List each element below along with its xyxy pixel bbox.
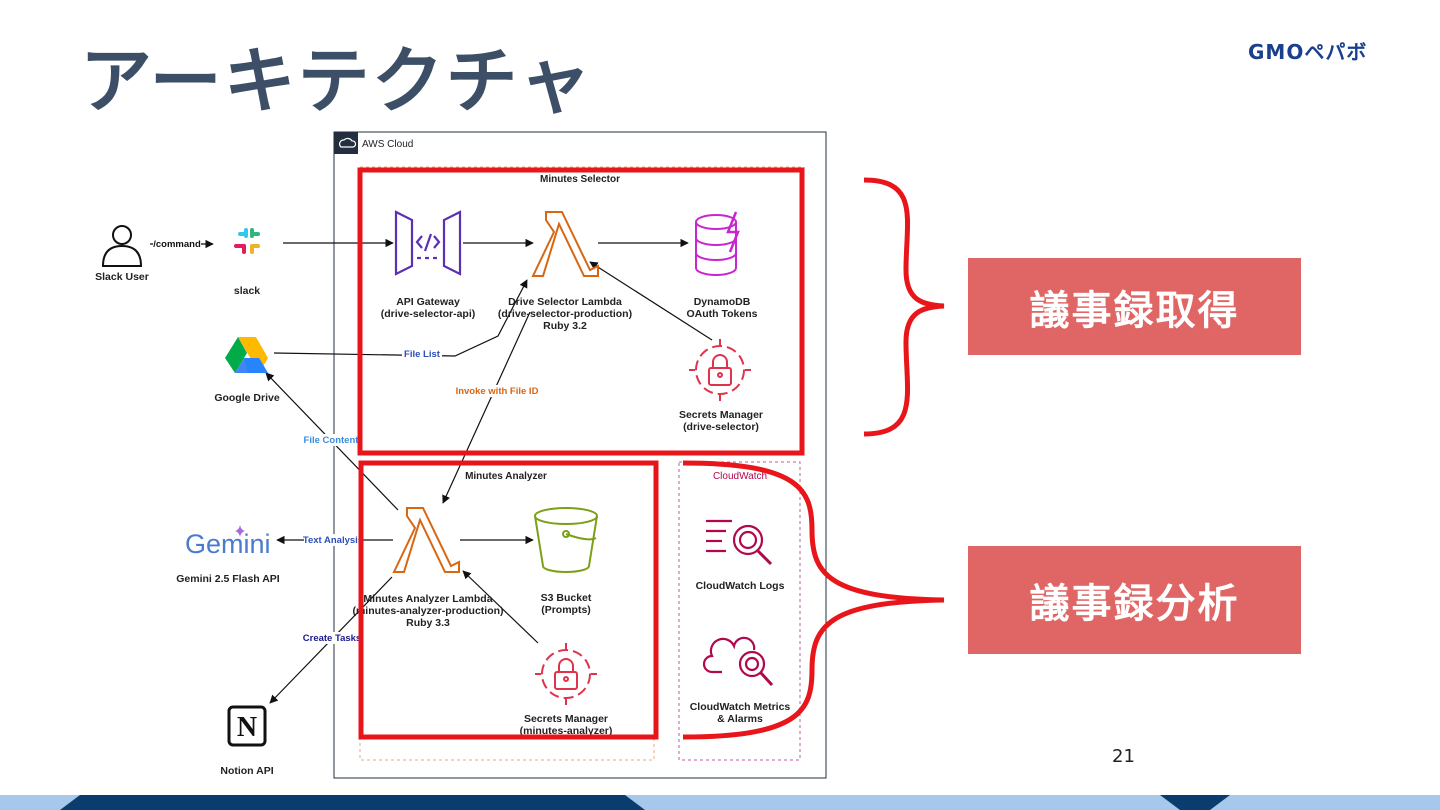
cloudwatch-group xyxy=(678,461,801,761)
dynamodb-label-1: DynamoDB xyxy=(694,296,751,308)
secrets-analyzer-label-1: Secrets Manager xyxy=(524,713,608,725)
s3-label-1: S3 Bucket xyxy=(541,592,592,604)
callout-analysis: 議事録分析 xyxy=(968,546,1301,654)
edge-label-invoke: Invoke with File ID xyxy=(456,386,539,397)
analyzer-label-1: Minutes Analyzer Lambda xyxy=(363,593,492,605)
secrets-selector-label-1: Secrets Manager xyxy=(679,409,763,421)
s3-node: S3 Bucket (Prompts) xyxy=(534,507,598,616)
edge-label-file-list: File List xyxy=(404,349,441,360)
slack-node: slack xyxy=(234,228,260,297)
analyzer-group-label: Minutes Analyzer xyxy=(465,471,547,482)
slide-title: アーキテクチャ xyxy=(80,39,593,123)
callout-retrieval: 議事録取得 xyxy=(968,258,1301,355)
dynamodb-node: DynamoDB OAuth Tokens xyxy=(687,211,758,320)
drive-selector-lambda-node: Drive Selector Lambda (drive-selector-pr… xyxy=(498,211,632,332)
selector-brace xyxy=(863,177,945,437)
analyzer-highlight-box xyxy=(358,460,659,740)
slack-label: slack xyxy=(234,285,260,297)
secrets-manager-icon xyxy=(535,643,597,705)
notion-label: Notion API xyxy=(220,765,273,777)
edge-invoke xyxy=(442,311,531,504)
drive-selector-label-2: (drive-selector-production) xyxy=(498,308,632,320)
api-gateway-label-1: API Gateway xyxy=(396,296,460,308)
google-drive-node: Google Drive xyxy=(214,337,280,404)
api-gateway-icon xyxy=(394,210,462,276)
slack-user-label: Slack User xyxy=(95,271,149,283)
google-drive-label: Google Drive xyxy=(214,392,280,404)
footer-band xyxy=(0,795,1440,810)
edge-secrets-to-lambda xyxy=(589,261,713,341)
edge-label-create-tasks: Create Tasks xyxy=(303,633,361,644)
selector-group-label: Minutes Selector xyxy=(540,174,620,185)
sparkle-icon xyxy=(235,525,245,537)
api-gateway-node: API Gateway (drive-selector-api) xyxy=(381,210,476,320)
analyzer-brace xyxy=(682,460,945,740)
drive-selector-label-3: Ruby 3.2 xyxy=(543,320,587,332)
cloud-icon xyxy=(339,137,357,148)
gmo-pepabo-logo: GMOペパボ xyxy=(1248,40,1368,64)
edge-labels: /command File List Invoke with File ID F… xyxy=(153,238,544,644)
cloudwatch-logs-node: CloudWatch Logs xyxy=(696,519,785,592)
secrets-manager-icon xyxy=(689,339,751,401)
edges xyxy=(150,238,713,704)
gemini-logo: Gemini xyxy=(185,529,271,559)
s3-label-2: (Prompts) xyxy=(541,604,591,616)
google-drive-icon xyxy=(225,337,268,373)
dynamodb-label-2: OAuth Tokens xyxy=(687,308,758,320)
page-number: 21 xyxy=(1112,746,1135,767)
cloudwatch-metrics-node: CloudWatch Metrics & Alarms xyxy=(690,636,791,725)
edge-label-text-analysis: Text Analysis xyxy=(303,535,363,546)
api-gateway-label-2: (drive-selector-api) xyxy=(381,308,476,320)
dynamodb-icon xyxy=(695,211,740,276)
cloudwatch-metrics-label-2: & Alarms xyxy=(717,713,763,725)
selector-highlight-box xyxy=(357,167,805,456)
s3-bucket-icon xyxy=(534,507,598,573)
analyzer-lambda-node: Minutes Analyzer Lambda (minutes-analyze… xyxy=(352,507,504,629)
analyzer-label-3: Ruby 3.3 xyxy=(406,617,450,629)
gemini-label: Gemini 2.5 Flash API xyxy=(176,573,280,585)
aws-cloud-label: AWS Cloud xyxy=(362,139,413,150)
drive-selector-label-1: Drive Selector Lambda xyxy=(508,296,622,308)
slack-user-node: Slack User xyxy=(95,225,149,283)
cloudwatch-logs-label: CloudWatch Logs xyxy=(696,580,785,592)
notion-icon: N xyxy=(227,705,267,747)
user-icon xyxy=(101,225,143,267)
analyzer-label-2: (minutes-analyzer-production) xyxy=(352,605,503,617)
edge-label-file-content: File Content xyxy=(304,435,360,446)
edge-file-list xyxy=(273,279,528,357)
secrets-analyzer-label-2: (minutes-analyzer) xyxy=(520,725,613,737)
gemini-node: Gemini Gemini 2.5 Flash API xyxy=(176,525,280,585)
cloudwatch-metrics-icon xyxy=(702,636,774,687)
cloudwatch-group-label: CloudWatch xyxy=(713,471,767,482)
secrets-manager-selector-node: Secrets Manager (drive-selector) xyxy=(679,339,763,433)
edge-label-command: /command xyxy=(153,239,201,250)
cloudwatch-metrics-label-1: CloudWatch Metrics xyxy=(690,701,791,713)
secrets-selector-label-2: (drive-selector) xyxy=(683,421,759,433)
lambda-icon xyxy=(392,507,460,573)
secrets-manager-analyzer-node: Secrets Manager (minutes-analyzer) xyxy=(520,643,613,737)
svg-text:N: N xyxy=(237,712,257,743)
lambda-icon xyxy=(531,211,599,277)
notion-node: N Notion API xyxy=(220,705,274,777)
cloudwatch-logs-icon xyxy=(706,519,773,566)
edge-secrets-to-analyzer xyxy=(462,570,539,644)
slack-icon xyxy=(234,228,260,254)
